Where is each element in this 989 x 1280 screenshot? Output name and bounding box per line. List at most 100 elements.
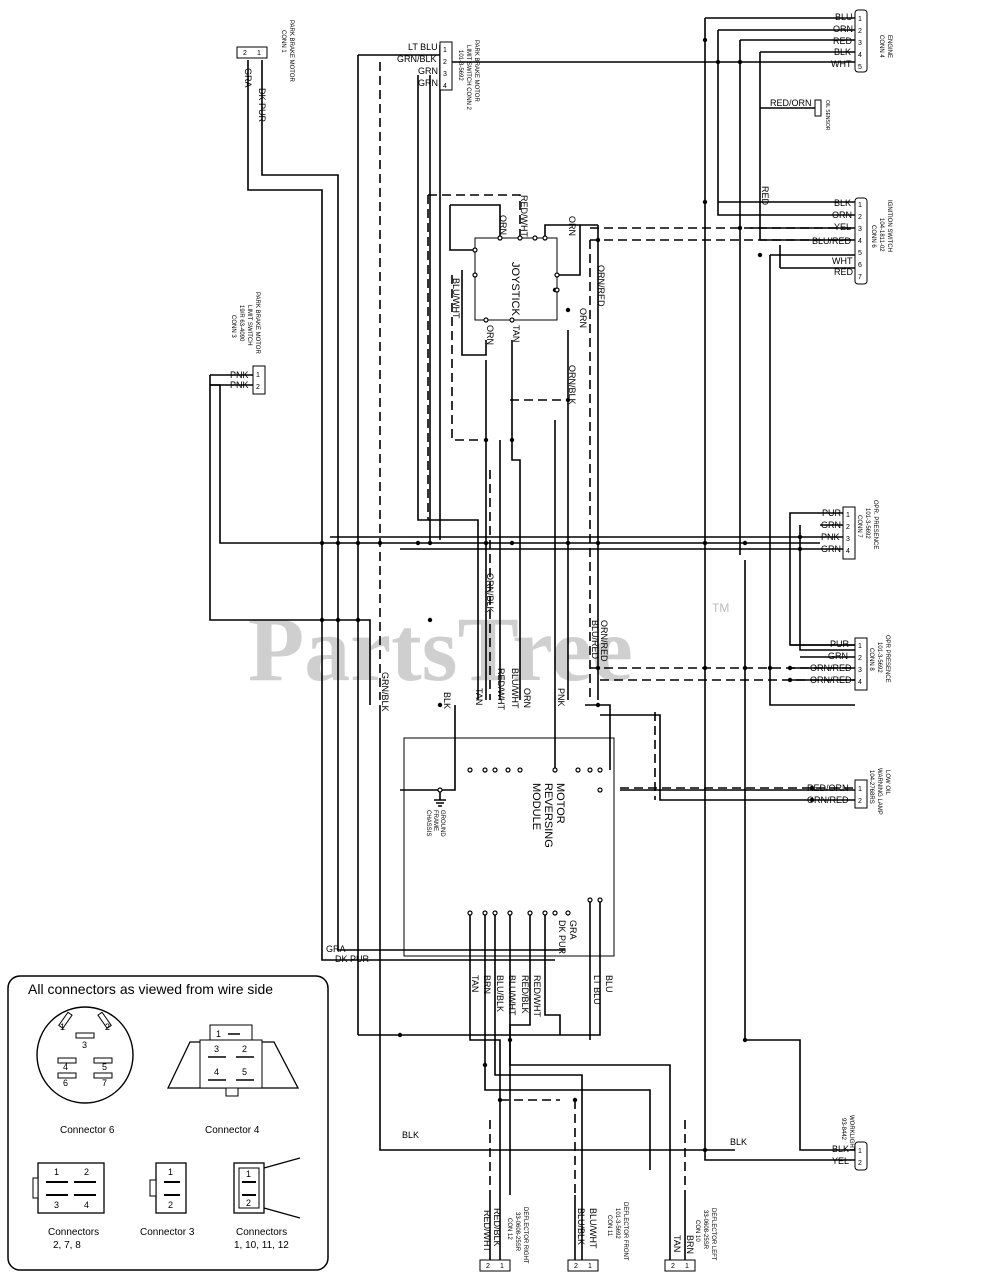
- svg-text:6: 6: [63, 1078, 68, 1088]
- svg-text:ORN/BLK: ORN/BLK: [567, 365, 577, 405]
- svg-text:RED/BLK: RED/BLK: [492, 1208, 502, 1247]
- svg-text:2: 2: [168, 1200, 173, 1210]
- svg-text:GRN: GRN: [418, 66, 438, 76]
- svg-text:2: 2: [858, 1160, 862, 1167]
- svg-text:3: 3: [214, 1044, 219, 1054]
- svg-text:2: 2: [486, 1263, 490, 1270]
- svg-text:CONN 3: CONN 3: [230, 315, 236, 338]
- svg-text:RED: RED: [760, 186, 770, 206]
- svg-text:OIL SENSOR: OIL SENSOR: [824, 100, 830, 131]
- svg-text:5: 5: [242, 1067, 247, 1077]
- legend-title: All connectors as viewed from wire side: [28, 981, 273, 997]
- svg-text:ENGINE: ENGINE: [886, 35, 892, 58]
- svg-text:LOW OIL: LOW OIL: [884, 770, 890, 796]
- svg-text:MODULE: MODULE: [530, 783, 542, 830]
- svg-text:ORN/RED: ORN/RED: [599, 620, 609, 662]
- svg-text:4: 4: [846, 548, 850, 555]
- joystick: JOYSTICK RED/WHT ORN ORN BLU/WHT ORN TAN…: [451, 195, 606, 405]
- legend-connector-1-10-11-12: 1 2 Connectors 1, 10, 11, 12: [233, 1157, 301, 1251]
- svg-text:RED/WHT: RED/WHT: [482, 1210, 492, 1252]
- connector-deflector-left: 2 1 TAN BRN DEFLECTOR LEFT 33-0608-25SR …: [664, 1175, 716, 1272]
- svg-text:1: 1: [257, 50, 261, 57]
- svg-text:CON 10: CON 10: [694, 1220, 700, 1242]
- svg-text:1: 1: [858, 202, 862, 209]
- svg-text:3: 3: [858, 667, 862, 674]
- svg-text:BLK: BLK: [442, 692, 452, 709]
- svg-text:BLU/RED: BLU/RED: [812, 236, 852, 246]
- svg-text:1: 1: [60, 1022, 65, 1032]
- svg-text:TAN: TAN: [474, 688, 484, 705]
- svg-text:WHT: WHT: [832, 256, 853, 266]
- svg-text:CONN 1: CONN 1: [280, 30, 286, 53]
- connector-legend: All connectors as viewed from wire side …: [7, 975, 329, 1271]
- svg-text:REVERSING: REVERSING: [542, 783, 554, 848]
- svg-text:4: 4: [84, 1200, 89, 1210]
- connector-opr-presence-8: 1 2 3 4 PUR GRN ORN/RED ORN/RED OPR PRES…: [790, 635, 890, 691]
- svg-text:4: 4: [63, 1062, 68, 1072]
- svg-text:CON 12: CON 12: [506, 1218, 512, 1240]
- svg-text:1: 1: [216, 1029, 221, 1039]
- svg-text:BLK: BLK: [834, 198, 851, 208]
- svg-text:BLU/BLK: BLU/BLK: [495, 975, 505, 1012]
- svg-text:BLU: BLU: [835, 12, 853, 22]
- svg-text:19/R 63-4090: 19/R 63-4090: [238, 305, 244, 342]
- svg-text:93-8442: 93-8442: [840, 1118, 846, 1141]
- svg-text:104-1811-02: 104-1811-02: [878, 218, 884, 252]
- svg-text:2: 2: [242, 1044, 247, 1054]
- svg-text:4: 4: [858, 52, 862, 59]
- svg-text:BLK: BLK: [402, 1130, 419, 1140]
- svg-text:1, 10, 11, 12: 1, 10, 11, 12: [234, 1240, 289, 1251]
- svg-text:33-0608-25SR: 33-0608-25SR: [514, 1212, 520, 1252]
- svg-text:IGNITION SWITCH: IGNITION SWITCH: [886, 200, 892, 252]
- connector-deflector-front: 2 1 BLU/WHT BLU/BLK DEFLECTOR FRONT 101-…: [567, 1195, 628, 1272]
- svg-text:RED: RED: [834, 267, 854, 277]
- svg-text:ORN: ORN: [498, 215, 508, 235]
- svg-text:BLK: BLK: [730, 1137, 747, 1147]
- svg-text:7: 7: [858, 274, 862, 281]
- svg-text:33-0608-25SR: 33-0608-25SR: [702, 1210, 708, 1250]
- connector-worklight: 1 2 BLK YEL WORKLIGHT 93-8442: [832, 1115, 868, 1171]
- svg-text:BLU: BLU: [604, 975, 614, 993]
- svg-text:GRN/BLK: GRN/BLK: [397, 54, 437, 64]
- svg-text:101-3-5692: 101-3-5692: [457, 50, 463, 81]
- svg-text:ORN/RED: ORN/RED: [596, 265, 606, 307]
- svg-text:ORN: ORN: [578, 308, 588, 328]
- legend-connector-2-7-8: 1 2 3 4 Connectors 2, 7, 8: [32, 1162, 105, 1251]
- svg-text:2, 7, 8: 2, 7, 8: [53, 1240, 81, 1251]
- svg-text:BLU/WHT: BLU/WHT: [510, 668, 520, 709]
- connector-oil-sensor: RED/ORN OIL SENSOR: [760, 98, 830, 131]
- legend-connector-4: 1 3 2 4 5 Connector 4: [166, 1024, 300, 1136]
- svg-text:5: 5: [102, 1062, 107, 1072]
- svg-text:LIMIT SWITCH: LIMIT SWITCH: [246, 305, 252, 346]
- connector-ignition-switch: 1 2 3 4 5 6 7 BLK ORN YEL BLU/RED WHT RE…: [760, 186, 892, 285]
- svg-text:1: 1: [588, 1263, 592, 1270]
- svg-text:2: 2: [671, 1263, 675, 1270]
- svg-text:6: 6: [858, 262, 862, 269]
- watermark-text: PartsTree: [248, 598, 633, 700]
- svg-text:ORN: ORN: [485, 325, 495, 345]
- svg-text:YEL: YEL: [834, 222, 851, 232]
- svg-text:PNK: PNK: [556, 688, 566, 707]
- svg-text:RED/ORN: RED/ORN: [807, 783, 849, 793]
- svg-text:TAN: TAN: [672, 1235, 682, 1252]
- svg-text:DK PUR: DK PUR: [557, 920, 567, 955]
- svg-text:GRA: GRA: [326, 944, 346, 954]
- svg-text:1: 1: [858, 1148, 862, 1155]
- svg-text:BLU/BLK: BLU/BLK: [576, 1208, 586, 1245]
- svg-text:GRA: GRA: [243, 68, 253, 88]
- connector-park-brake-1: 2 1 PARK BRAKE MOTOR CONN 1 DK PUR GRA: [236, 20, 294, 123]
- svg-text:Connectors: Connectors: [48, 1227, 99, 1238]
- svg-text:1: 1: [443, 47, 447, 54]
- svg-text:BLU/WHT: BLU/WHT: [507, 975, 517, 1016]
- svg-text:ORN: ORN: [522, 688, 532, 708]
- svg-text:2: 2: [256, 384, 260, 391]
- svg-text:2: 2: [246, 1198, 251, 1208]
- legend-connector-3: 1 2 Connector 3: [140, 1162, 195, 1238]
- connector-deflector-right: 2 1 RED/BLK RED/WHT DEFLECTOR RIGHT 33-0…: [479, 1195, 528, 1272]
- svg-text:CONN 7: CONN 7: [856, 515, 862, 538]
- svg-text:1: 1: [685, 1263, 689, 1270]
- svg-text:GRA: GRA: [568, 920, 578, 940]
- svg-text:7: 7: [102, 1078, 107, 1088]
- connector-engine: 1 2 3 4 5 BLU ORN RED BLK WHT ENGINE CON…: [831, 9, 892, 73]
